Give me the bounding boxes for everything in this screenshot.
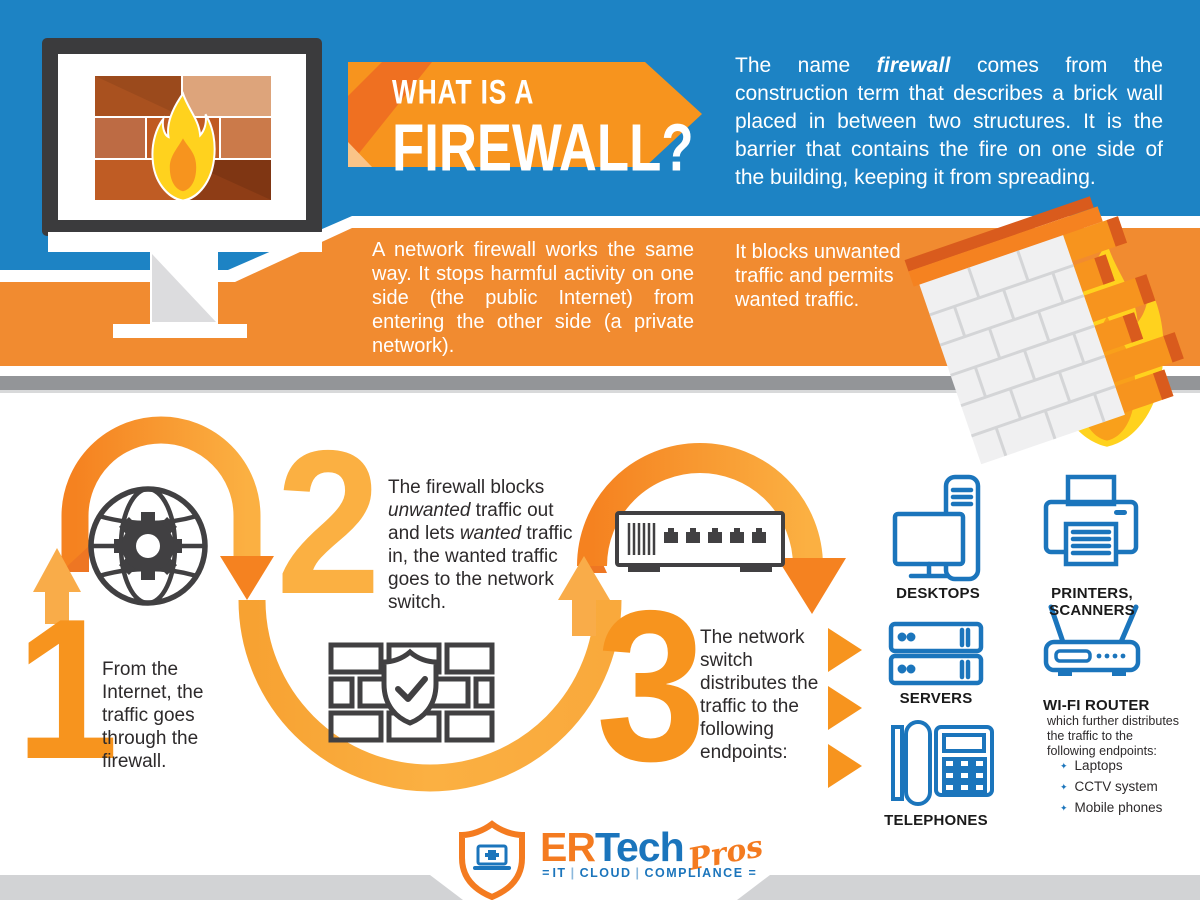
- telephones-label: TELEPHONES: [884, 812, 988, 829]
- flame-icon: [151, 91, 216, 203]
- firewall-shield-icon: [328, 642, 495, 743]
- router-bullet-laptops: ✦Laptops: [1060, 758, 1123, 773]
- wifi-router-label: WI-FI ROUTER: [1043, 697, 1150, 714]
- step-1-number: 1: [16, 578, 119, 801]
- step-3-text: The network switch distributes the traff…: [700, 627, 819, 763]
- bullet-diamond-icon: ✦: [1060, 782, 1068, 792]
- band-left-text: A network firewall works the same way. I…: [372, 239, 694, 357]
- intro-paragraph: The name firewall comes from the constru…: [735, 52, 1163, 192]
- up-arrow-middle-icon: [558, 556, 610, 636]
- step1-arrowhead: [220, 556, 274, 600]
- server-icon: [888, 621, 984, 686]
- triangle-pointer-icon: [828, 686, 862, 730]
- triangle-pointer-icon: [828, 744, 862, 788]
- step-3-number: 3: [596, 565, 707, 806]
- banner-line1: WHAT IS A: [392, 72, 535, 112]
- brick-wall-3d-icon: [904, 196, 1184, 465]
- intro-rest: comes from the construction term that de…: [735, 54, 1163, 189]
- network-switch-icon: [615, 511, 785, 572]
- logo-tagline: =IT|CLOUD|COMPLIANCE=: [542, 866, 756, 880]
- desktops-label: DESKTOPS: [896, 585, 980, 602]
- step3-arc-arrow: [577, 443, 823, 567]
- servers-label: SERVERS: [899, 690, 973, 707]
- intro-emphasis: firewall: [876, 54, 951, 77]
- internet-globe-gear-icon: [88, 486, 208, 606]
- printer-icon: [1043, 474, 1139, 567]
- step-2-text: The firewall blocks unwanted traffic out…: [388, 477, 573, 613]
- desktop-icon: [892, 474, 981, 582]
- u-curve-arrow: [238, 599, 622, 792]
- step-2-number: 2: [276, 408, 381, 637]
- monitor-icon: [42, 38, 322, 338]
- bullet-diamond-icon: ✦: [1060, 803, 1068, 813]
- banner-line2: FIREWALL?: [392, 111, 694, 186]
- logo-wordmark: ERTech: [540, 824, 685, 870]
- wifi-router-note: which further distributes the traffic to…: [1047, 714, 1180, 758]
- step1-arc-arrow: [61, 416, 261, 570]
- intro-lead: The name: [735, 54, 877, 77]
- printers-label: PRINTERS, SCANNERS: [1049, 585, 1135, 619]
- router-bullet-cctv: ✦CCTV system: [1060, 779, 1158, 794]
- router-bullet-mobile: ✦Mobile phones: [1060, 800, 1163, 815]
- step3-arrowhead: [777, 558, 846, 614]
- shield-laptop-icon: [459, 820, 525, 900]
- wifi-router-icon: [1043, 604, 1141, 676]
- banner-title: WHAT IS A FIREWALL?: [392, 72, 747, 186]
- step-1-text: From the Internet, the traffic goes thro…: [102, 659, 204, 772]
- up-arrow-left-icon: [33, 548, 81, 624]
- band-right-text: It blocks unwanted traffic and permits w…: [735, 241, 901, 311]
- triangle-pointer-icon: [828, 628, 862, 672]
- bullet-diamond-icon: ✦: [1060, 761, 1068, 771]
- telephone-icon: [891, 720, 994, 806]
